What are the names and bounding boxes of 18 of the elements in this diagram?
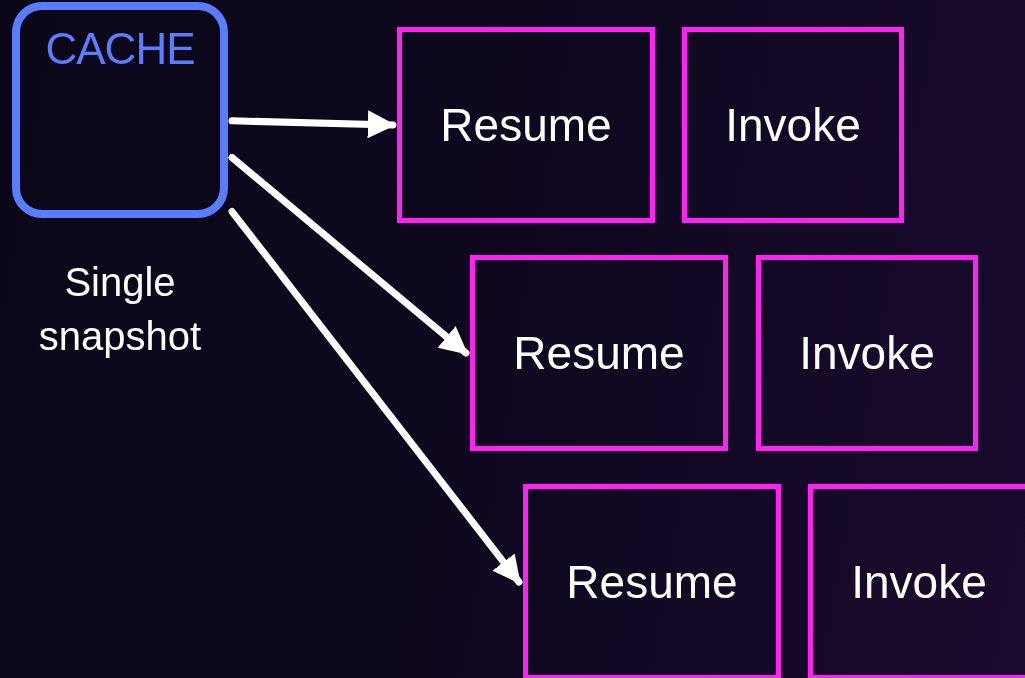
step-box (808, 484, 1025, 678)
step-label: Resume (566, 555, 738, 609)
arrow (228, 154, 470, 357)
step-label: Invoke (725, 98, 861, 152)
arrow (228, 208, 523, 586)
step-label: Resume (440, 98, 612, 152)
step-label: Invoke (799, 326, 935, 380)
node-label: Single snapshot (37, 259, 203, 360)
step-box (397, 27, 655, 223)
step-box (523, 484, 781, 678)
step-label: Invoke (851, 555, 987, 609)
step-box (682, 27, 904, 223)
step-box (756, 255, 978, 451)
step-box (470, 255, 728, 451)
arrow (228, 110, 397, 139)
cache-label: CACHE (45, 24, 195, 74)
step-label: Resume (513, 326, 685, 380)
cache-box (12, 2, 228, 218)
